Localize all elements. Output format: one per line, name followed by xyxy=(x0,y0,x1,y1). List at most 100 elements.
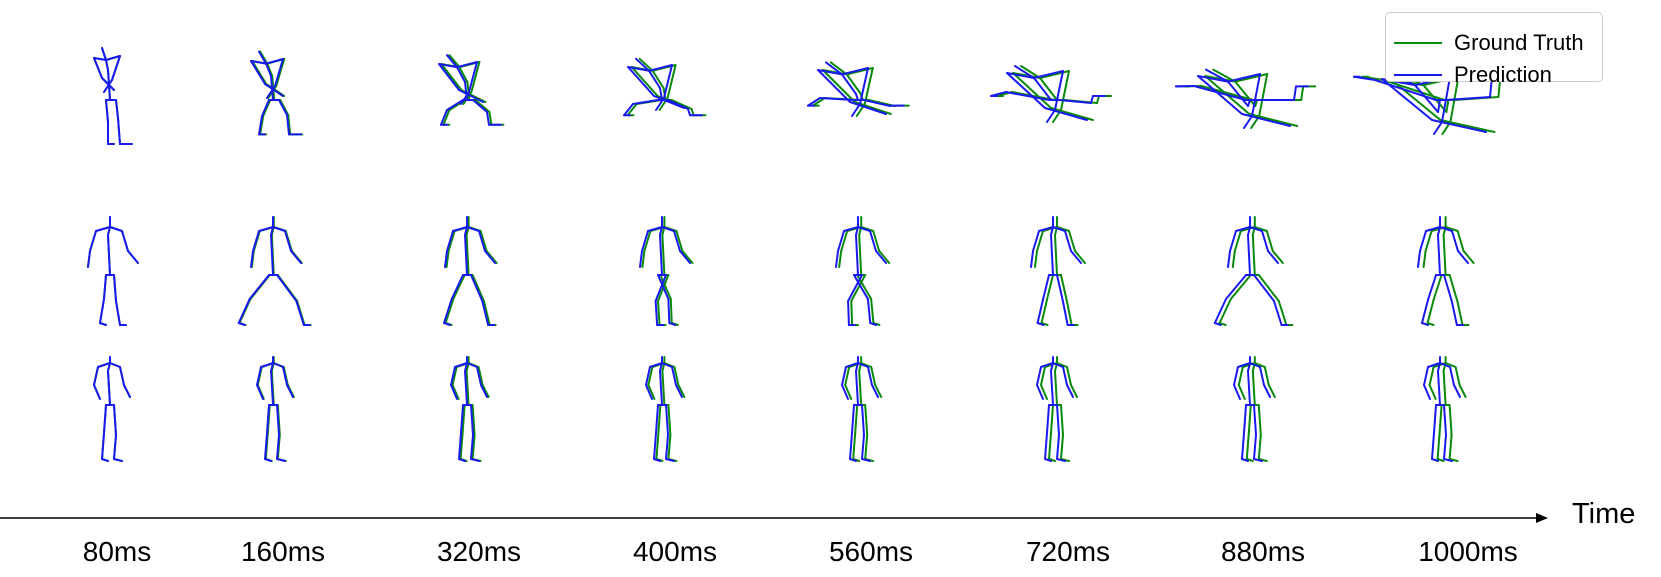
skeleton-bone xyxy=(657,274,670,300)
skeleton-bone xyxy=(863,67,874,105)
skeleton-bone xyxy=(845,73,862,95)
skeleton-bone xyxy=(460,91,470,105)
skeleton-bone xyxy=(661,234,666,276)
skeleton-bone xyxy=(1248,113,1299,127)
skeleton-bone xyxy=(1197,75,1229,83)
skeleton-bone xyxy=(1442,370,1447,406)
skeleton-bone xyxy=(872,230,881,252)
time-tick-label: 160ms xyxy=(240,536,326,567)
skeleton-bone xyxy=(651,69,665,89)
skeleton-bone xyxy=(1056,458,1066,462)
skeleton-bone xyxy=(113,434,117,460)
prediction-skeleton xyxy=(645,356,683,462)
skeleton-bone xyxy=(251,60,268,85)
skeleton-bone xyxy=(1046,404,1050,434)
skeleton-bone xyxy=(857,226,871,232)
skeleton-bone xyxy=(1245,432,1250,460)
prediction-skeleton xyxy=(841,356,879,462)
skeleton-bone xyxy=(279,99,290,116)
time-axis-title: Time xyxy=(1572,498,1636,530)
skeleton-bone xyxy=(1066,366,1072,386)
skeleton-bone xyxy=(1050,370,1054,406)
skeleton-bone xyxy=(875,250,887,264)
skeleton-bone xyxy=(1036,384,1044,400)
skeleton-bone xyxy=(1437,99,1441,113)
skeleton-bone xyxy=(1096,95,1100,104)
skeleton-bone xyxy=(1431,458,1439,462)
skeleton-bone xyxy=(290,250,302,264)
skeleton-bone xyxy=(438,63,460,91)
skeleton-bone xyxy=(284,230,292,252)
skeleton-bone xyxy=(101,77,115,91)
skeleton-bone xyxy=(458,432,462,460)
skeleton-bone xyxy=(647,384,656,400)
skeleton-bone xyxy=(1261,230,1269,252)
skeleton-bone xyxy=(471,434,476,460)
prediction-skeleton xyxy=(1213,216,1289,326)
skeleton-bone xyxy=(1450,300,1458,326)
skeleton-bone xyxy=(1052,362,1064,368)
skeleton-bone xyxy=(1039,70,1070,79)
skeleton-bone xyxy=(1060,404,1064,436)
skeleton-bone xyxy=(1229,230,1237,252)
skeleton-bone xyxy=(109,226,123,232)
skeleton-bone xyxy=(1234,73,1269,83)
skeleton-bone xyxy=(852,458,861,462)
skeleton-bone xyxy=(1030,250,1034,268)
skeleton-bone xyxy=(853,274,869,300)
skeleton-bone xyxy=(860,362,873,368)
skeleton-bone xyxy=(287,114,292,136)
skeleton-bone xyxy=(1436,432,1441,460)
prediction-skeleton xyxy=(1036,356,1074,462)
skeleton-bone xyxy=(1423,384,1431,400)
skeleton-bone xyxy=(1448,274,1459,302)
skeleton-bone xyxy=(1259,366,1265,386)
time-tick-label: 400ms xyxy=(632,536,718,567)
skeleton-bone xyxy=(1374,79,1437,101)
skeleton-bone xyxy=(1247,362,1251,372)
skeleton-bone xyxy=(1425,226,1441,232)
skeleton-bone xyxy=(105,99,109,123)
skeleton-bone xyxy=(1253,226,1268,232)
skeleton-bone xyxy=(113,274,117,302)
skeleton-bone xyxy=(1265,230,1274,252)
skeleton-bone xyxy=(1253,362,1266,368)
skeleton-bone xyxy=(107,362,111,372)
skeleton-bone xyxy=(861,404,865,436)
skeleton-bone xyxy=(1456,230,1465,252)
skeleton-bone xyxy=(465,234,470,276)
skeleton-bone xyxy=(451,366,458,386)
skeleton-bone xyxy=(665,404,669,436)
skeleton-bone xyxy=(121,230,129,252)
skeleton-bone xyxy=(264,83,284,97)
skeleton-bone xyxy=(115,300,121,326)
skeleton-bone xyxy=(669,298,673,324)
skeleton-bone xyxy=(1263,366,1270,386)
skeleton-bone xyxy=(452,226,468,232)
skeleton-bone xyxy=(1213,322,1222,326)
skeleton-bone xyxy=(464,370,468,406)
ground-truth-skeleton xyxy=(844,356,883,462)
skeleton-bone xyxy=(1036,298,1045,324)
legend-item-ground-truth: Ground Truth xyxy=(1386,27,1602,57)
skeleton-bone xyxy=(1197,75,1243,115)
skeleton-bone xyxy=(1432,274,1443,300)
skeleton-bone xyxy=(648,69,661,89)
skeleton-grid xyxy=(87,47,1514,462)
skeleton-bone xyxy=(1060,274,1068,302)
skeleton-bone xyxy=(461,404,466,434)
skeleton-bone xyxy=(1050,362,1054,372)
skeleton-bone xyxy=(250,60,267,65)
skeleton-bone xyxy=(1420,298,1430,324)
skeleton-bone xyxy=(1040,322,1049,326)
skeleton-bone xyxy=(1444,362,1457,368)
skeleton-bone xyxy=(870,298,875,324)
skeleton-bone xyxy=(671,366,677,386)
skeleton-bone xyxy=(101,47,107,61)
skeleton-bone xyxy=(841,366,847,386)
skeleton-bone xyxy=(1257,434,1262,460)
skeleton-bone xyxy=(665,434,669,460)
skeleton-bone xyxy=(1054,234,1058,276)
skeleton-bone xyxy=(1014,65,1035,79)
skeleton-bone xyxy=(647,366,654,386)
